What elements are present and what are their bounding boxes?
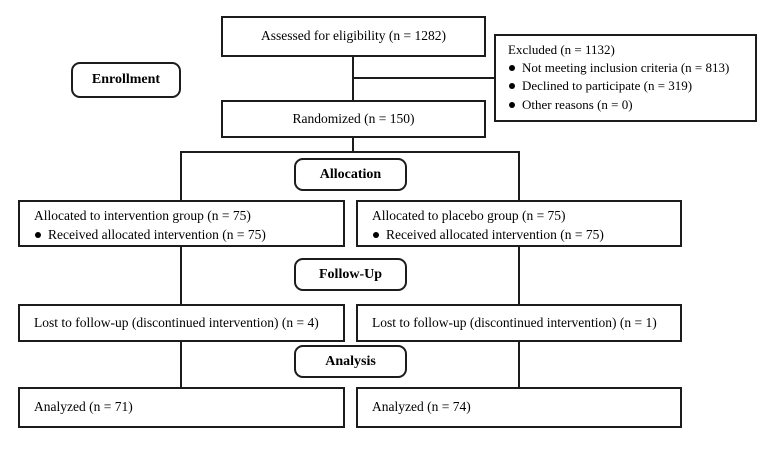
placebo-group-item: Received allocated intervention (n = 75) <box>372 226 672 245</box>
analyzed-intervention-text: Analyzed (n = 71) <box>34 399 133 415</box>
lost-follow-up-intervention-box: Lost to follow-up (discontinued interven… <box>18 304 345 342</box>
analyzed-placebo-text: Analyzed (n = 74) <box>372 399 471 415</box>
excluded-item-text: Not meeting inclusion criteria (n = 813) <box>522 60 730 76</box>
stage-label-analysis: Analysis <box>294 345 407 378</box>
placebo-group-item-text: Received allocated intervention (n = 75) <box>386 226 604 242</box>
connector-left-lost-to-analyzed <box>180 340 182 387</box>
assessed-eligibility-text: Assessed for eligibility (n = 1282) <box>261 28 446 44</box>
placebo-group-title: Allocated to placebo group (n = 75) <box>372 208 566 223</box>
stage-label-enrollment: Enrollment <box>71 62 181 98</box>
lost-follow-up-placebo-text: Lost to follow-up (discontinued interven… <box>372 314 657 330</box>
excluded-title: Excluded (n = 1132) <box>508 42 615 57</box>
connector-to-excluded <box>353 77 494 79</box>
stage-label-analysis-text: Analysis <box>325 353 376 369</box>
analyzed-intervention-box: Analyzed (n = 71) <box>18 387 345 428</box>
bullet-icon <box>35 231 41 238</box>
connector-right-group-to-lost <box>518 246 520 304</box>
intervention-group-box: Allocated to intervention group (n = 75)… <box>18 200 345 247</box>
intervention-group-item-text: Received allocated intervention (n = 75) <box>48 226 266 242</box>
connector-randomized-down <box>352 137 354 152</box>
stage-label-allocation: Allocation <box>294 158 407 191</box>
excluded-item: Not meeting inclusion criteria (n = 813) <box>508 59 747 77</box>
bullet-icon <box>509 65 515 72</box>
bullet-icon <box>373 231 379 238</box>
randomized-box: Randomized (n = 150) <box>221 100 486 138</box>
lost-follow-up-placebo-box: Lost to follow-up (discontinued interven… <box>356 304 682 342</box>
analyzed-placebo-box: Analyzed (n = 74) <box>356 387 682 428</box>
excluded-item: Declined to participate (n = 319) <box>508 77 747 95</box>
connector-allocation-branch <box>180 151 520 153</box>
intervention-group-title: Allocated to intervention group (n = 75) <box>34 208 251 223</box>
excluded-box: Excluded (n = 1132) Not meeting inclusio… <box>494 34 757 122</box>
excluded-item-text: Other reasons (n = 0) <box>522 96 633 112</box>
connector-right-lost-to-analyzed <box>518 340 520 387</box>
placebo-group-box: Allocated to placebo group (n = 75) Rece… <box>356 200 682 247</box>
excluded-item-text: Declined to participate (n = 319) <box>522 78 693 94</box>
connector-branch-left-down <box>180 151 182 201</box>
connector-left-group-to-lost <box>180 246 182 304</box>
intervention-group-item: Received allocated intervention (n = 75) <box>34 226 335 245</box>
bullet-icon <box>509 101 515 108</box>
lost-follow-up-intervention-text: Lost to follow-up (discontinued interven… <box>34 314 319 330</box>
bullet-icon <box>509 83 515 90</box>
stage-label-allocation-text: Allocation <box>319 166 382 182</box>
excluded-item: Other reasons (n = 0) <box>508 96 747 114</box>
stage-label-follow-up-text: Follow-Up <box>319 266 382 282</box>
connector-branch-right-down <box>518 151 520 201</box>
randomized-text: Randomized (n = 150) <box>292 110 415 126</box>
assessed-eligibility-box: Assessed for eligibility (n = 1282) <box>221 16 486 57</box>
stage-label-enrollment-text: Enrollment <box>91 72 161 88</box>
stage-label-follow-up: Follow-Up <box>294 258 407 291</box>
